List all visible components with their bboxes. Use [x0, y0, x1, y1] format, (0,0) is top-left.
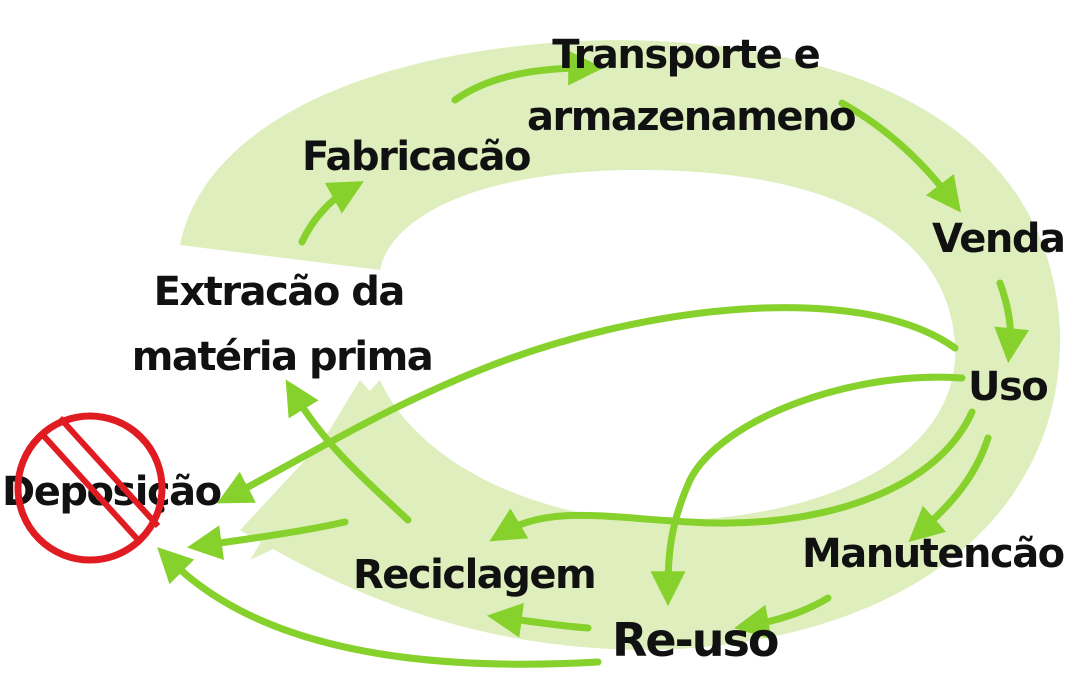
node-reuso: Re-uso	[612, 613, 778, 667]
arrow-reciclagem-to-deposicao	[186, 518, 349, 561]
node-venda: Venda	[932, 216, 1065, 262]
cycle-band	[180, 40, 1061, 650]
arrow-uso-to-deposicao	[216, 304, 959, 504]
node-fabricacao: Fabricacão	[302, 134, 530, 180]
arrows	[157, 50, 1030, 668]
arrow-reuso-to-reciclagem	[486, 602, 592, 638]
arrow-uso-to-reciclagem	[489, 408, 976, 542]
node-reciclagem: Reciclagem	[353, 552, 595, 598]
node-transporte-line1: Transporte e	[552, 32, 819, 78]
cycle-band-wedge	[250, 380, 440, 560]
node-extracao: Extracão da matéria prima	[132, 269, 433, 380]
arrow-fabricacao-to-transporte	[451, 50, 604, 104]
arrow-transporte-to-venda	[838, 99, 961, 213]
arrow-manutencao-to-reuso	[734, 594, 832, 640]
arrow-reciclagem-to-extracao	[285, 379, 412, 524]
prohibition-icon	[14, 412, 166, 564]
node-transporte: Transporte e armazenameno	[527, 32, 855, 140]
node-uso: Uso	[968, 364, 1047, 410]
deposicao-group: Deposição	[2, 412, 222, 564]
node-extracao-line1: Extracão da	[154, 269, 404, 315]
arrow-venda-to-uso	[994, 279, 1030, 364]
arrow-extracao-to-fabricacao	[298, 181, 364, 246]
arrow-uso-to-manutencao	[908, 434, 992, 543]
node-manutencao: Manutencão	[802, 531, 1064, 577]
node-extracao-line2: matéria prima	[132, 334, 433, 380]
arrow-uso-to-reuso	[650, 373, 966, 607]
arrow-reuso-to-deposicao	[157, 547, 602, 668]
node-transporte-line2: armazenameno	[527, 94, 855, 140]
